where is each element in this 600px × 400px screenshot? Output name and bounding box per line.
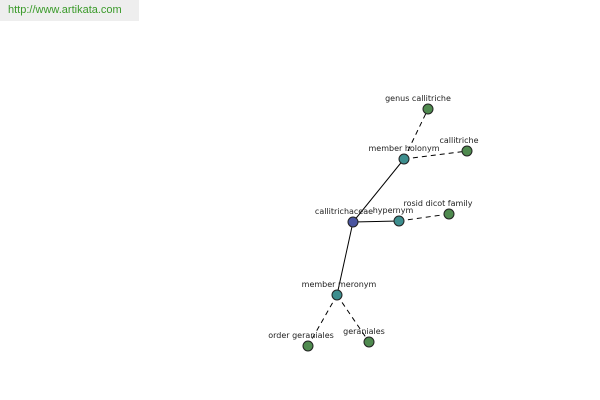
- node-geraniales[interactable]: [363, 336, 375, 348]
- edge-member-meronym-to-order-geraniales: [307, 294, 338, 347]
- label-order-geraniales[interactable]: order geraniales: [268, 331, 334, 340]
- label-member-holonym[interactable]: member holonym: [368, 144, 439, 153]
- edge-callitrichaceae-to-hypernym: [352, 220, 400, 223]
- edge-hypernym-to-rosid-dicot-family: [398, 213, 450, 222]
- node-hypernym[interactable]: [393, 215, 405, 227]
- node-member-holonym[interactable]: [398, 153, 410, 165]
- edge-member-meronym-to-geraniales: [336, 294, 370, 343]
- graph-nodes: [302, 103, 473, 352]
- label-callitrichaceae[interactable]: callitrichaceae: [315, 207, 373, 216]
- node-member-meronym[interactable]: [331, 289, 343, 301]
- graph-labels: callitrichaceae member holonym hypernym mem…: [268, 94, 478, 340]
- node-genus-callitriche[interactable]: [422, 103, 434, 115]
- edge-callitrichaceae-to-member-meronym: [336, 221, 354, 296]
- graph-edges: [307, 108, 468, 347]
- label-hypernym[interactable]: hypernym: [373, 206, 414, 215]
- url-banner[interactable]: http://www.artikata.com: [0, 0, 139, 21]
- edge-callitrichaceae-to-member-holonym: [352, 158, 405, 223]
- label-rosid-dicot-family[interactable]: rosid dicot family: [404, 199, 473, 208]
- edge-member-holonym-to-genus-callitriche: [403, 108, 429, 160]
- label-genus-callitriche[interactable]: genus callitriche: [385, 94, 451, 103]
- label-geraniales[interactable]: geraniales: [343, 327, 385, 336]
- node-callitriche[interactable]: [461, 145, 473, 157]
- label-member-meronym[interactable]: member meronym: [302, 280, 377, 289]
- label-callitriche[interactable]: callitriche: [439, 136, 478, 145]
- node-callitrichaceae[interactable]: [347, 216, 359, 228]
- edge-member-holonym-to-callitriche: [403, 150, 468, 160]
- node-order-geraniales[interactable]: [302, 340, 314, 352]
- node-rosid-dicot-family[interactable]: [443, 208, 455, 220]
